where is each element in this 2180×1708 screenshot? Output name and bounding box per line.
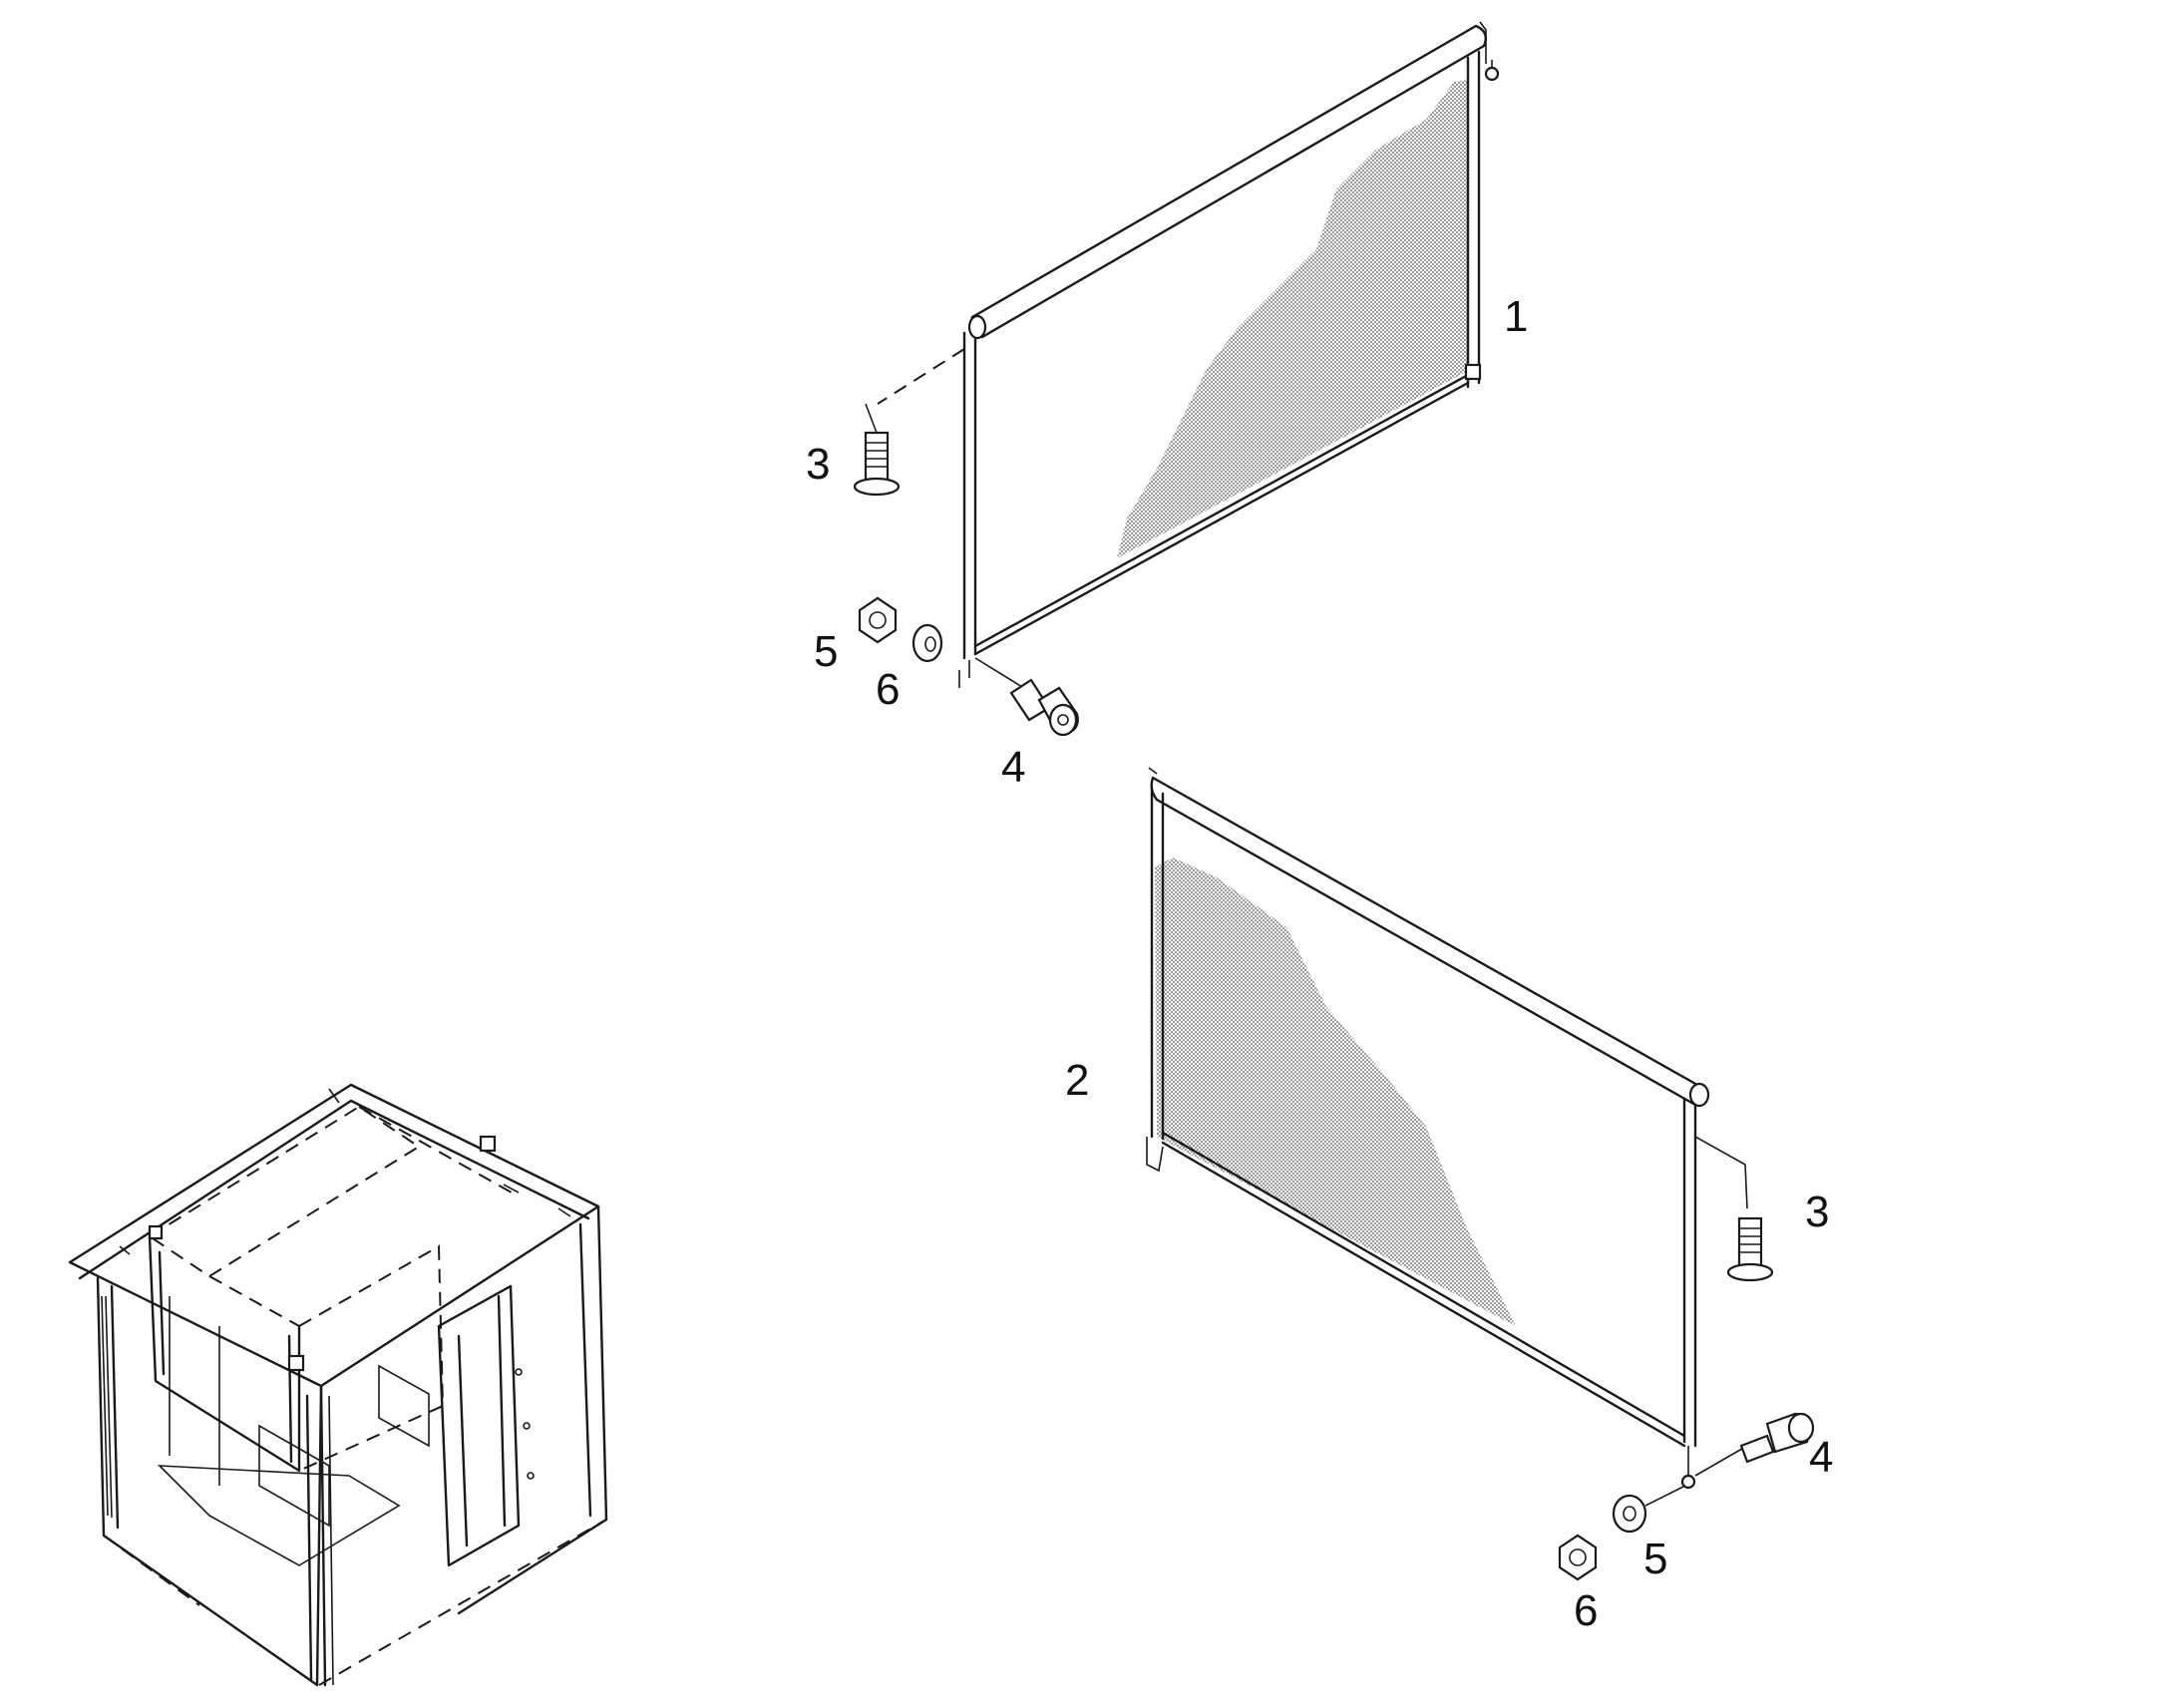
- roller-blind-upper: [958, 21, 1500, 688]
- blind-upper-left-rail: [962, 331, 977, 660]
- lower-screw-4-icon: [1739, 1412, 1815, 1464]
- upper-washer-6-icon: [911, 623, 943, 663]
- callout-5-lower: 5: [1643, 1535, 1667, 1583]
- blind-upper-mesh: [1117, 80, 1468, 558]
- callout-3-upper: 3: [806, 440, 830, 489]
- lower-washer-5-icon: [1612, 1494, 1647, 1534]
- blind-upper-right-rail: [1466, 50, 1481, 389]
- roller-blind-lower: [1146, 767, 1710, 1490]
- blind-lower-right-rail: [1682, 1097, 1697, 1448]
- lower-pin-3-icon: [1726, 1216, 1774, 1282]
- leader-upper-3: [877, 348, 965, 405]
- leader-lower-3: [1694, 1136, 1748, 1209]
- blind-upper-roller-end: [967, 314, 987, 340]
- callout-3-lower: 3: [1805, 1188, 1829, 1236]
- callout-4-lower: 4: [1809, 1433, 1833, 1482]
- callout-5-upper: 5: [814, 627, 838, 676]
- callout-2: 2: [1065, 1056, 1089, 1105]
- leader-lower-5: [1644, 1485, 1686, 1507]
- blind-lower-mesh: [1155, 857, 1516, 1326]
- cab-overview-drawing: [68, 1083, 608, 1687]
- callout-6-lower: 6: [1574, 1586, 1598, 1635]
- blind-upper-roller-tube: [970, 24, 1487, 339]
- callout-1: 1: [1504, 292, 1528, 341]
- upper-screw-4-icon: [1009, 678, 1079, 737]
- blind-lower-roller-end: [1688, 1082, 1710, 1108]
- blind-lower-bottom-bar: [1161, 1131, 1686, 1448]
- blind-lower-left-rail: [1150, 786, 1165, 1141]
- callout-6-upper: 6: [876, 665, 900, 714]
- leader-upper-4: [974, 657, 1028, 691]
- leader-lower-4: [1694, 1445, 1748, 1477]
- upper-nut-5-icon: [858, 596, 898, 644]
- upper-pin-3-icon: [853, 403, 901, 497]
- lower-nut-6-icon: [1558, 1534, 1598, 1581]
- callout-4-upper: 4: [1001, 743, 1025, 792]
- blind-upper-bottom-bar: [973, 373, 1470, 656]
